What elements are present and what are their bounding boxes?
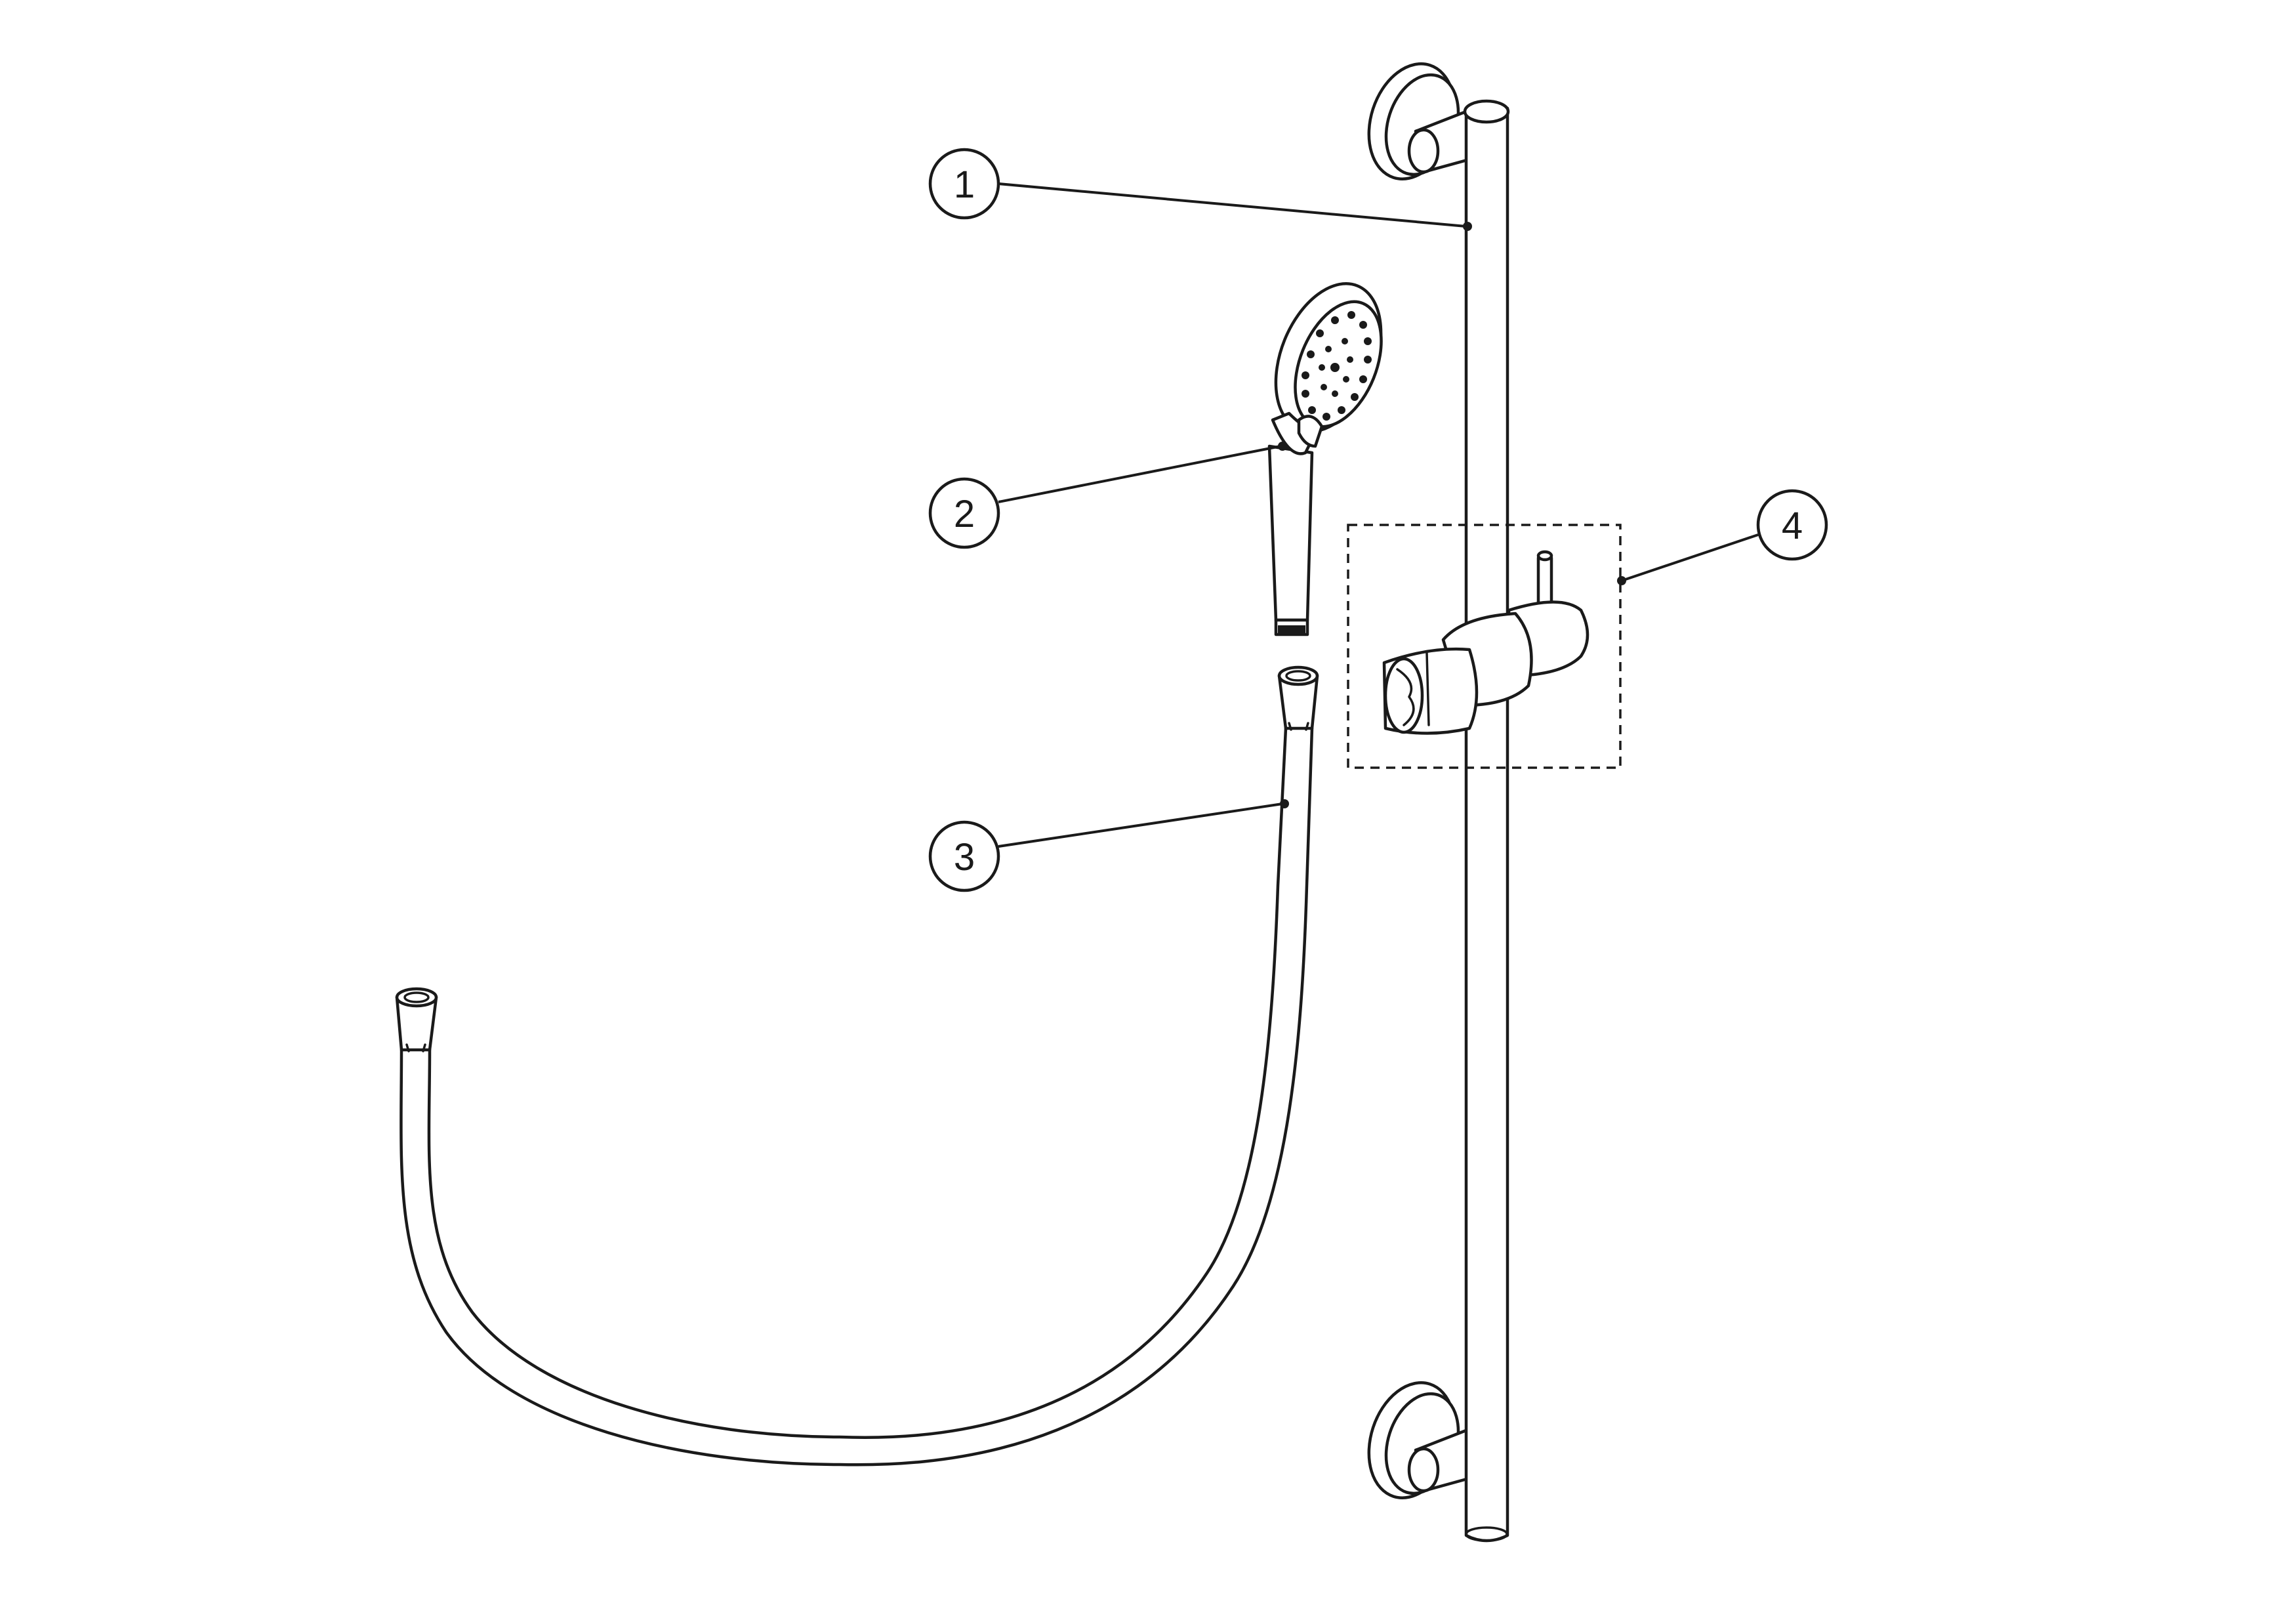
top-wall-bracket bbox=[1367, 62, 1483, 180]
callout-4-label: 4 bbox=[1782, 505, 1803, 547]
callout-4: 4 bbox=[1756, 489, 1828, 561]
slide-rail-part bbox=[1367, 62, 1510, 1543]
callout-4-leader bbox=[1621, 533, 1759, 582]
callout-3-anchor bbox=[1280, 799, 1289, 808]
callout-3-leader bbox=[998, 802, 1283, 848]
callout-2: 2 bbox=[928, 477, 1000, 549]
callout-1-anchor bbox=[1463, 222, 1472, 231]
callout-2-leader bbox=[998, 445, 1281, 503]
callout-1: 1 bbox=[928, 148, 1000, 220]
shower-hose-part bbox=[395, 665, 1319, 1467]
slider-holder-frame bbox=[1347, 524, 1622, 769]
hand-shower-part bbox=[1267, 282, 1383, 636]
callout-3: 3 bbox=[928, 820, 1000, 892]
callout-4-anchor bbox=[1617, 576, 1626, 585]
slider-holder-part bbox=[1382, 550, 1589, 735]
callout-3-label: 3 bbox=[954, 836, 975, 879]
callout-2-anchor bbox=[1278, 442, 1287, 451]
callout-2-label: 2 bbox=[954, 493, 975, 535]
bottom-wall-bracket bbox=[1367, 1381, 1483, 1499]
spray-nozzles bbox=[1302, 311, 1372, 421]
callout-1-leader bbox=[998, 182, 1467, 228]
callout-1-label: 1 bbox=[954, 163, 975, 206]
